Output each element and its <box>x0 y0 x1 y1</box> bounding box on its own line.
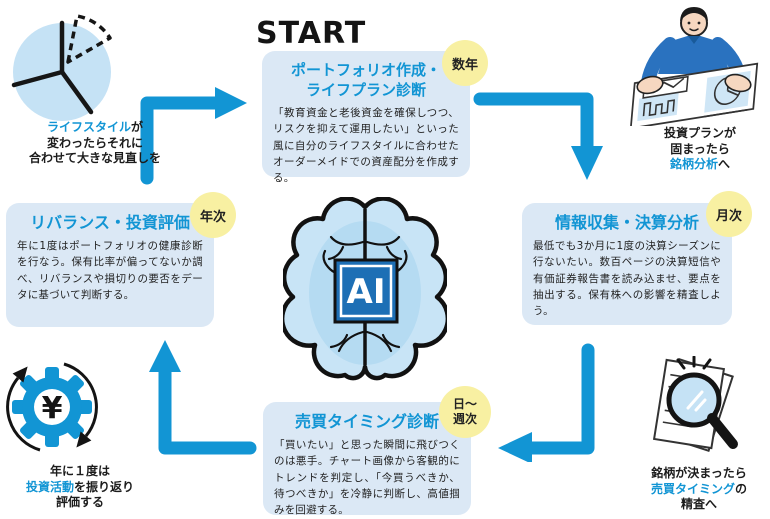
svg-text:AI: AI <box>347 272 386 312</box>
badge-portfolio-frequency: 数年 <box>442 40 488 86</box>
note-investment-plan: 投資プランが 固まったら 銘柄分析へ <box>663 126 736 171</box>
arrow-portfolio-to-analysis <box>473 92 603 180</box>
card-analysis-body: 最低でも3か月に1度の決算シーズンに行ないたい。数百ページの決算短信や有価証券報… <box>533 240 721 318</box>
card-analysis: 情報収集・決算分析 最低でも3か月に1度の決算シーズンに行ないたい。数百ページの… <box>522 203 732 325</box>
arrow-rebalance-to-portfolio <box>140 87 247 185</box>
pie-chart-icon <box>11 14 112 121</box>
note-lifestyle: ライフスタイルが 変わったらそれに 合わせて大きな見直しを <box>28 120 161 165</box>
arrow-analysis-to-timing <box>498 343 595 462</box>
gear-yen-cycle-icon: ¥ <box>6 362 98 452</box>
card-timing-body: 「買いたい」と思った瞬間に飛びつくのは悪手。チャート画像から客観的にトレンドを判… <box>274 439 460 517</box>
card-portfolio: ポートフォリオ作成・ ライフプラン診断 「教育資金と老後資金を確保しつつ、リスク… <box>262 51 470 184</box>
note-timing-scrutiny: 銘柄が決まったら 売買タイミングの 精査へ <box>650 466 748 511</box>
arrow-timing-to-rebalance <box>149 340 257 455</box>
card-rebalance-body: 年に1度はポートフォリオの健康診断を行なう。保有比率が偏ってないか調べ、リバラン… <box>17 240 203 301</box>
card-analysis-title: 情報収集・決算分析 <box>554 213 699 232</box>
card-rebalance-title: リバランス・投資評価 <box>30 213 190 232</box>
card-rebalance: リバランス・投資評価 年に1度はポートフォリオの健康診断を行なう。保有比率が偏っ… <box>6 203 214 327</box>
card-timing: 売買タイミング診断 「買いたい」と思った瞬間に飛びつくのは悪手。チャート画像から… <box>263 402 471 517</box>
badge-rebalance-frequency: 年次 <box>190 192 236 238</box>
card-timing-title: 売買タイミング診断 <box>294 412 439 431</box>
badge-analysis-frequency: 月次 <box>706 191 752 237</box>
svg-text:¥: ¥ <box>42 391 63 426</box>
analyst-illustration <box>629 7 759 126</box>
start-label: START <box>256 16 367 51</box>
document-magnifier-icon <box>652 356 738 453</box>
card-portfolio-title: ポートフォリオ作成・ ライフプラン診断 <box>290 61 441 99</box>
note-annual-review: 年に１度は 投資活動を振り返り 評価する <box>25 464 135 509</box>
ai-brain-icon: AI <box>283 197 447 381</box>
card-portfolio-body: 「教育資金と老後資金を確保しつつ、リスクを抑えて運用したい」といった風に自分のラ… <box>273 107 459 185</box>
badge-timing-frequency: 日〜 週次 <box>439 386 491 438</box>
